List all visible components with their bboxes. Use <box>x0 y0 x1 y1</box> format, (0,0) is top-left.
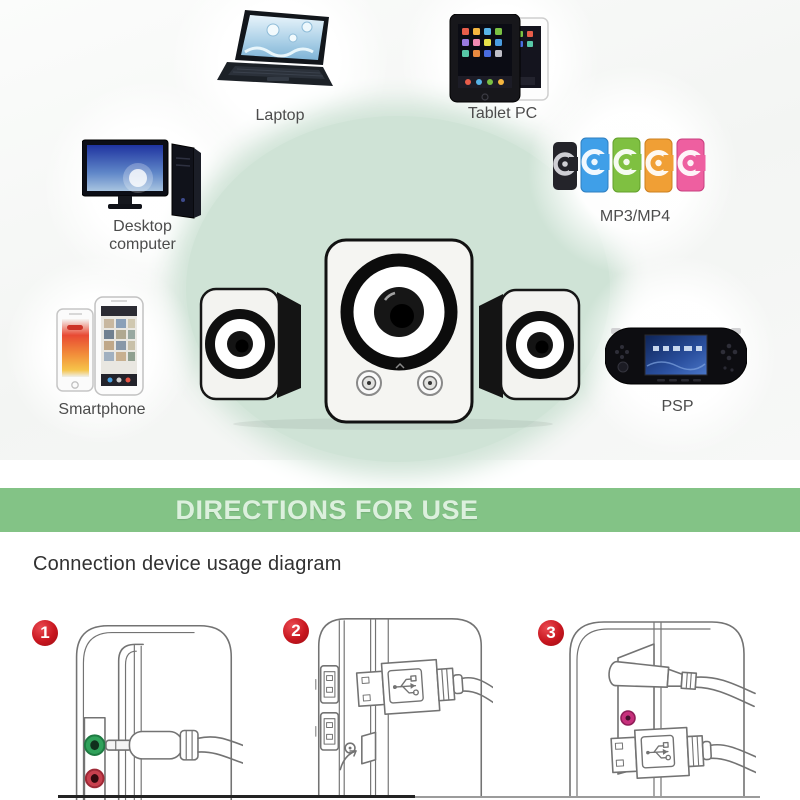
psp-illustration <box>605 320 747 390</box>
directions-banner-title: DIRECTIONS FOR USE <box>175 495 479 525</box>
step-3-badge: 3 <box>538 620 564 646</box>
smartphone-label: Smartphone <box>58 401 146 418</box>
usb-plug <box>355 658 493 716</box>
usb-port-1 <box>315 665 340 704</box>
smartphone-illustration <box>55 295 147 403</box>
usb-plug <box>610 726 756 780</box>
desktop-label: Desktop computer <box>109 218 176 253</box>
usb-trident-icon <box>392 675 419 696</box>
desktop-illustration <box>82 138 210 226</box>
mp3-label: MP3/MP4 <box>599 208 671 225</box>
step-2-badge: 2 <box>283 618 309 644</box>
step-1-badge: 1 <box>32 620 58 646</box>
bottom-edge-line-light <box>415 796 760 798</box>
step-2-diagram <box>307 611 493 797</box>
mp3-players-illustration <box>553 136 713 198</box>
tablet-illustration <box>448 14 556 106</box>
usage-heading: Connection device usage diagram <box>33 553 342 575</box>
audio-plug <box>105 729 243 764</box>
audio-cable-plugged <box>608 660 756 708</box>
psp-label: PSP <box>661 398 694 415</box>
mount-detail <box>339 731 377 771</box>
tablet-label: Tablet PC <box>467 105 538 122</box>
step-audio-jack: 1 <box>30 612 262 800</box>
step-usb: 2 <box>280 610 512 800</box>
compatibility-section: Laptop <box>0 0 800 462</box>
usb-trident-icon <box>646 741 672 761</box>
directions-banner: DIRECTIONS FOR USE <box>0 488 800 532</box>
laptop-illustration <box>215 8 350 103</box>
speakers-illustration <box>193 232 588 432</box>
bottom-edge-line-dark <box>58 795 415 798</box>
step-audio-and-usb: 3 <box>532 612 764 800</box>
step-3-diagram <box>560 612 756 798</box>
step-1-diagram <box>57 614 243 800</box>
usb-port-2 <box>315 712 340 751</box>
laptop-label: Laptop <box>255 107 305 124</box>
